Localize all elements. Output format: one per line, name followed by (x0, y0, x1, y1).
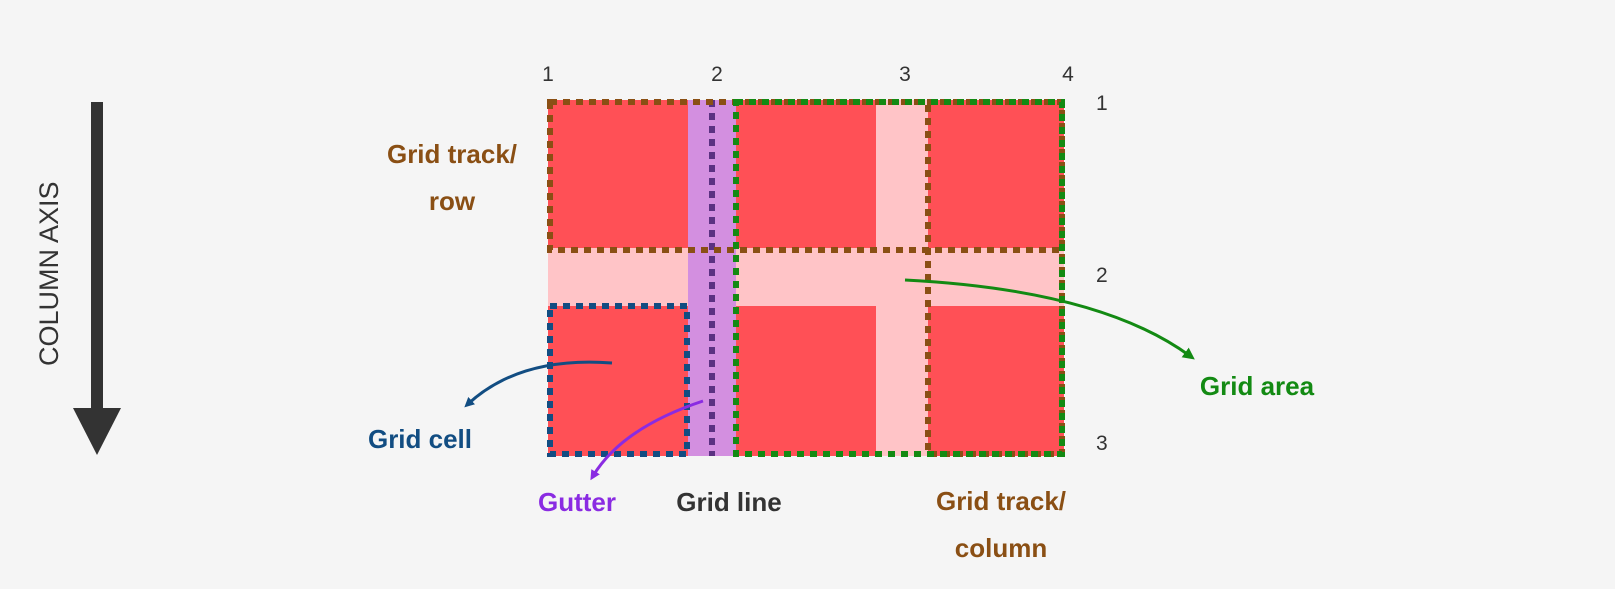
grid-item (736, 306, 876, 456)
grid-item (736, 100, 876, 248)
label-gutter: Gutter (538, 487, 616, 517)
row-line-number: 1 (1096, 92, 1108, 115)
column-line-number: 2 (711, 63, 723, 86)
axis-arrowhead (73, 408, 121, 455)
grid-item (548, 100, 688, 248)
column-line-number: 4 (1062, 63, 1074, 86)
grid-item (928, 100, 1064, 248)
grid-area-outline (733, 99, 1065, 457)
row-line-number: 2 (1096, 264, 1108, 287)
axis-shaft (91, 102, 103, 412)
column-axis-label: COLUMN AXIS (34, 181, 64, 366)
label-grid-track-column: column (955, 533, 1047, 563)
label-grid-cell: Grid cell (368, 424, 472, 454)
label-grid-line: Grid line (676, 487, 781, 517)
gutter-highlight (688, 100, 736, 456)
label-grid-track-row: Grid track/ (387, 139, 517, 169)
pointer-arrow-cell (464, 360, 613, 408)
label-grid-track-row: row (429, 186, 476, 216)
column-axis-arrow (73, 102, 121, 455)
grid-item (548, 306, 688, 456)
grid-cell-outline (547, 303, 690, 457)
column-line-number: 1 (542, 63, 554, 86)
pointer-arrow-area (904, 278, 1195, 360)
label-grid-area: Grid area (1200, 371, 1315, 401)
column-line-number: 3 (899, 63, 911, 86)
row-line-number: 3 (1096, 432, 1108, 455)
pointer-arrow-gutter (590, 399, 704, 481)
label-grid-track-column: Grid track/ (936, 486, 1066, 516)
grid-item (928, 306, 1064, 456)
